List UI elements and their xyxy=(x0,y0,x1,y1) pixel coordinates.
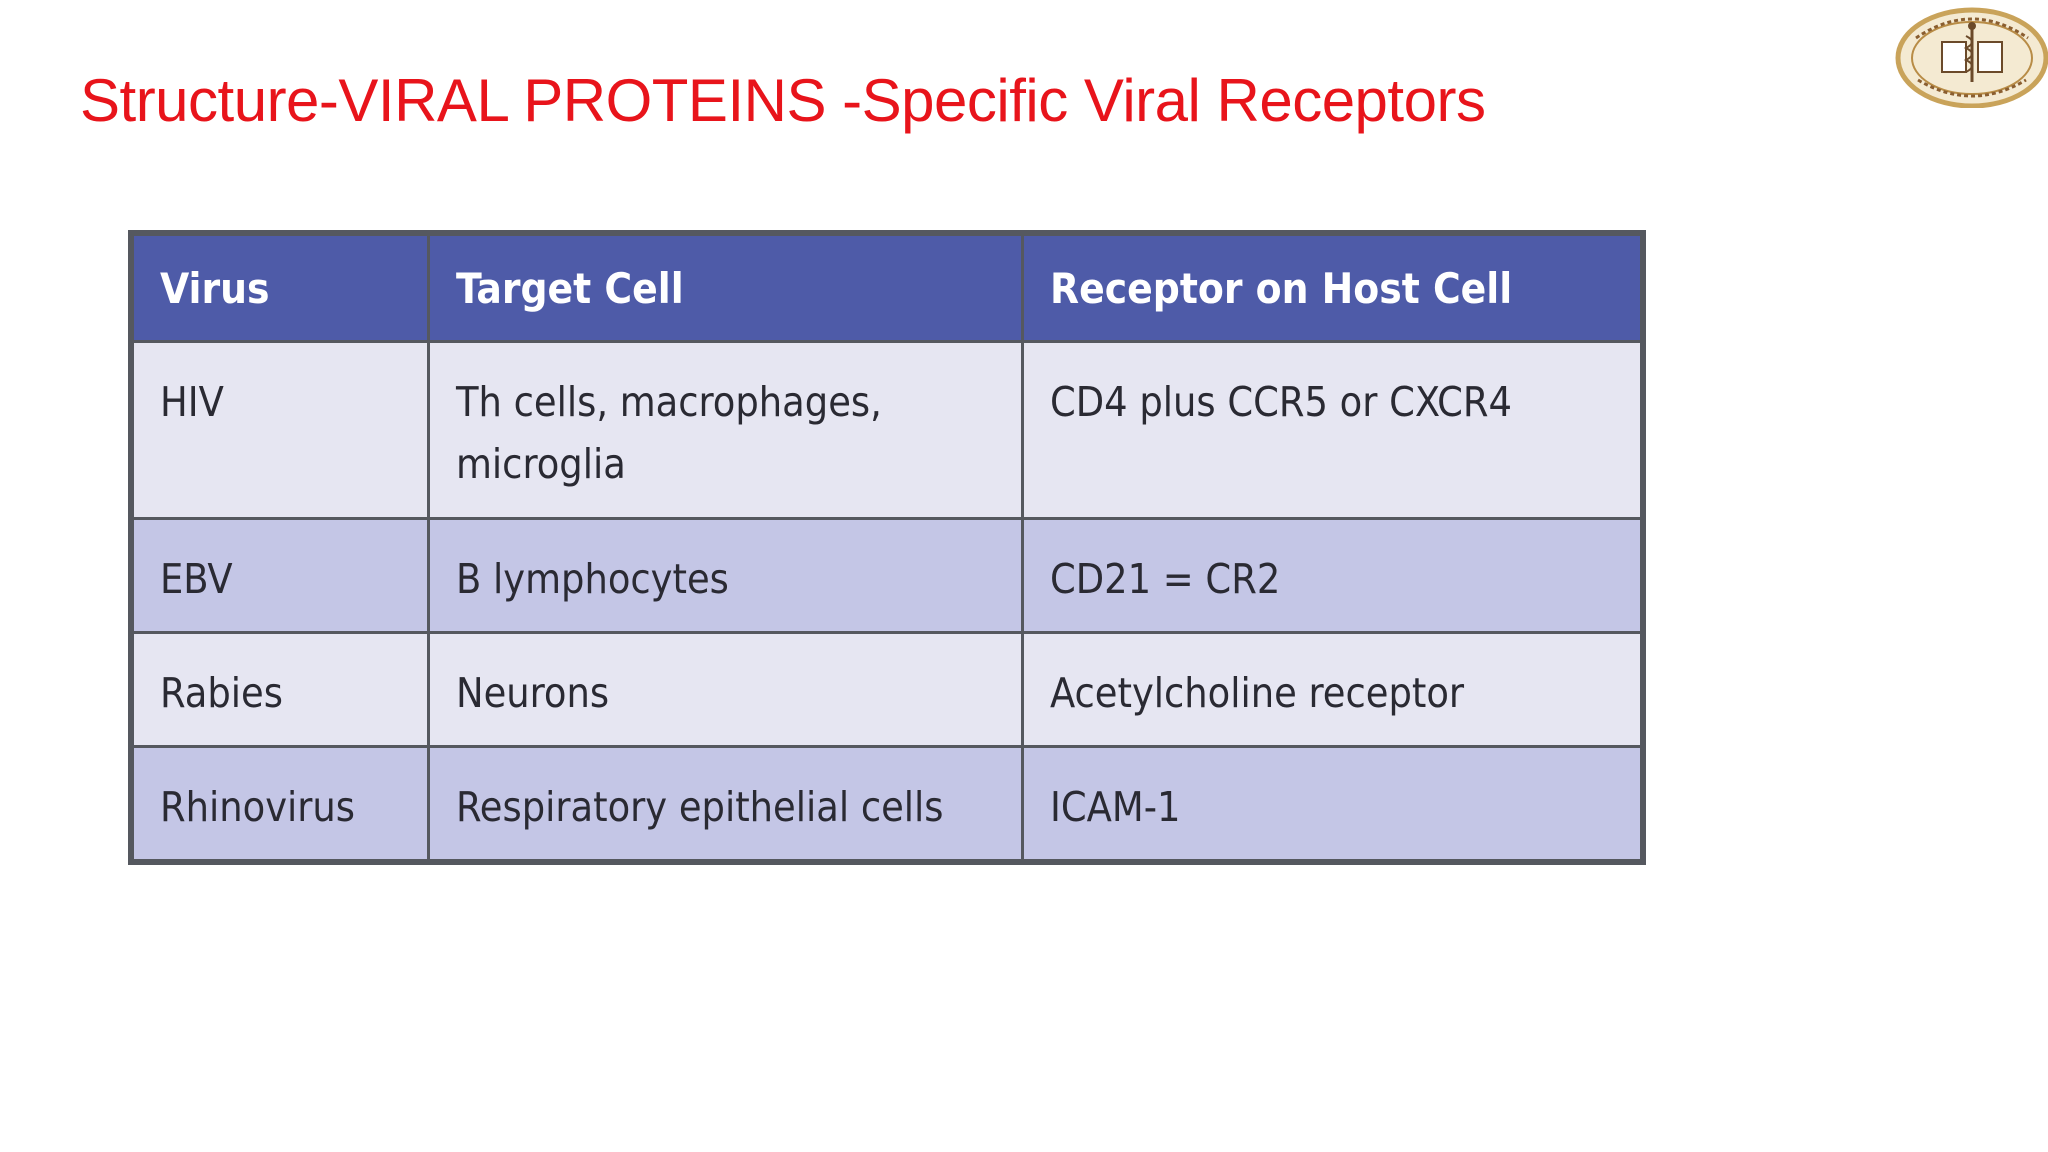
receptor-text: Acetylcholine receptor xyxy=(1050,668,1465,717)
target-cell-line-2: microglia xyxy=(456,440,626,488)
receptor-text: CD4 plus CCR5 or CXCR4 xyxy=(1050,378,1512,426)
table-row: HIV Th cells, macrophages, microglia CD4 … xyxy=(131,340,1643,520)
cell-receptor: ICAM-1 xyxy=(1021,744,1643,863)
cell-target-cell: Neurons xyxy=(427,630,1024,748)
viral-receptor-table: Virus Target Cell Receptor on Host Cell … xyxy=(131,233,1643,863)
header-target-cell: Target Cell xyxy=(427,233,1024,343)
virus-name: Rabies xyxy=(160,668,283,717)
target-cell-line-1: Th cells, macrophages, xyxy=(456,378,882,426)
target-cell-text: Neurons xyxy=(456,668,610,717)
cell-virus: Rhinovirus xyxy=(131,744,430,863)
virus-name: EBV xyxy=(160,554,233,603)
receptor-table-container: Virus Target Cell Receptor on Host Cell … xyxy=(128,230,1646,865)
medical-college-seal-icon xyxy=(1895,7,2048,108)
cell-target-cell: Respiratory epithelial cells xyxy=(427,744,1024,863)
cell-receptor: CD21 = CR2 xyxy=(1021,516,1643,634)
cell-virus: Rabies xyxy=(131,630,430,748)
cell-target-cell: Th cells, macrophages, microglia xyxy=(427,340,1024,520)
virus-name: Rhinovirus xyxy=(160,782,356,831)
header-virus: Virus xyxy=(131,233,430,343)
target-cell-text: Respiratory epithelial cells xyxy=(456,782,944,831)
receptor-text: CD21 = CR2 xyxy=(1050,554,1281,603)
table-row: Rhinovirus Respiratory epithelial cells … xyxy=(131,744,1643,863)
header-receptor: Receptor on Host Cell xyxy=(1021,233,1643,343)
cell-target-cell: B lymphocytes xyxy=(427,516,1024,634)
target-cell-text: Th cells, macrophages, microglia xyxy=(456,343,1021,495)
table-header-row: Virus Target Cell Receptor on Host Cell xyxy=(131,233,1643,343)
cell-receptor: Acetylcholine receptor xyxy=(1021,630,1643,748)
cell-virus: EBV xyxy=(131,516,430,634)
table-row: Rabies Neurons Acetylcholine receptor xyxy=(131,630,1643,748)
slide-title: Structure-VIRAL PROTEINS -Specific Viral… xyxy=(80,67,1486,134)
receptor-text: ICAM-1 xyxy=(1050,782,1181,831)
cell-receptor: CD4 plus CCR5 or CXCR4 xyxy=(1021,340,1643,520)
virus-name: HIV xyxy=(160,378,224,426)
target-cell-text: B lymphocytes xyxy=(456,554,729,603)
cell-virus: HIV xyxy=(131,340,430,520)
table-row: EBV B lymphocytes CD21 = CR2 xyxy=(131,516,1643,634)
